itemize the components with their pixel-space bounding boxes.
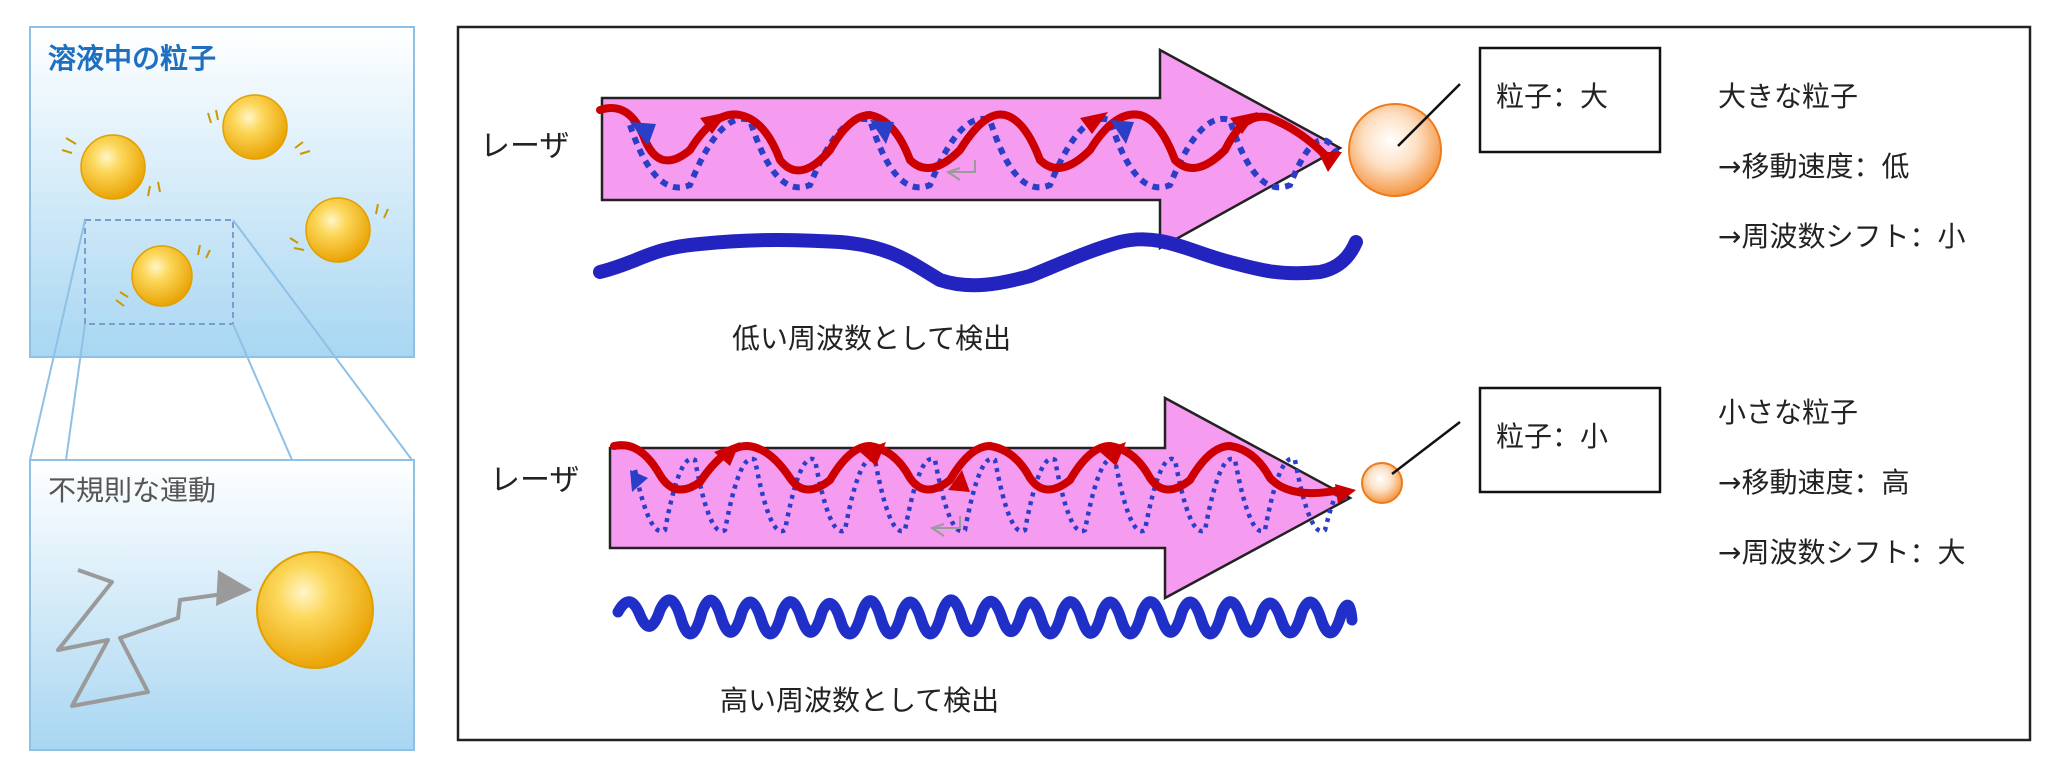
return-glyph <box>945 160 976 181</box>
laser-arrow <box>608 395 1353 601</box>
particle-icon <box>207 94 311 160</box>
detected-signal <box>612 594 1358 640</box>
laser-label: レーザ <box>490 463 579 498</box>
solution-panel: 溶液中の粒子 <box>29 26 415 358</box>
return-glyph <box>929 516 961 537</box>
detected-signal <box>593 232 1363 293</box>
incident-arrowheads <box>700 112 1342 172</box>
zoom-selection <box>84 219 234 325</box>
random-walk-arrowhead <box>216 570 252 606</box>
particle-icon <box>61 134 161 200</box>
detection-caption: 高い周波数として検出 <box>720 684 999 717</box>
particle-desc-shift: →周波数シフト：小 <box>1718 220 1965 253</box>
scattered-wave <box>632 456 1348 534</box>
solution-title: 溶液中の粒子 <box>48 42 216 75</box>
particle-size-box <box>1478 386 1662 494</box>
motion-title: 不規則な運動 <box>48 474 216 507</box>
laser-label: レーザ <box>480 129 569 164</box>
particle-desc-title: 小さな粒子 <box>1718 396 1858 429</box>
scattered-arrowheads <box>630 120 1134 146</box>
particle-size-label: 粒子：大 <box>1496 80 1608 113</box>
zoom-connector <box>29 219 413 461</box>
incident-arrowheads <box>714 442 1356 504</box>
row-small-particle: レーザ 粒子：小 高い周波数として検出 小さな粒子 →移動速度：高 →周波数シフ… <box>490 386 1965 717</box>
scattered-arrowheads <box>630 470 648 492</box>
particle-icon <box>256 551 374 669</box>
particle-desc-speed: →移動速度：低 <box>1718 150 1909 183</box>
particle-icon <box>115 244 211 307</box>
random-walk-path <box>56 568 239 708</box>
small-particle <box>1361 462 1403 504</box>
callout-line <box>1391 421 1461 475</box>
particle-size-label: 粒子：小 <box>1496 420 1608 453</box>
detection-caption: 低い周波数として検出 <box>732 322 1011 355</box>
laser-arrow <box>600 47 1343 251</box>
particle-icon <box>289 197 389 263</box>
row-large-particle: レーザ 粒子：大 低い周波数として検出 大きな粒子 →移動速度：低 →周波数シフ… <box>480 46 1965 355</box>
particle-size-box <box>1478 46 1662 154</box>
particle-desc-title: 大きな粒子 <box>1718 80 1858 113</box>
incident-wave <box>610 441 1344 498</box>
motion-panel: 不規則な運動 <box>29 459 415 751</box>
particle-desc-shift: →周波数シフト：大 <box>1718 536 1965 569</box>
particle-desc-speed: →移動速度：高 <box>1718 466 1909 499</box>
callout-line <box>1397 83 1461 147</box>
